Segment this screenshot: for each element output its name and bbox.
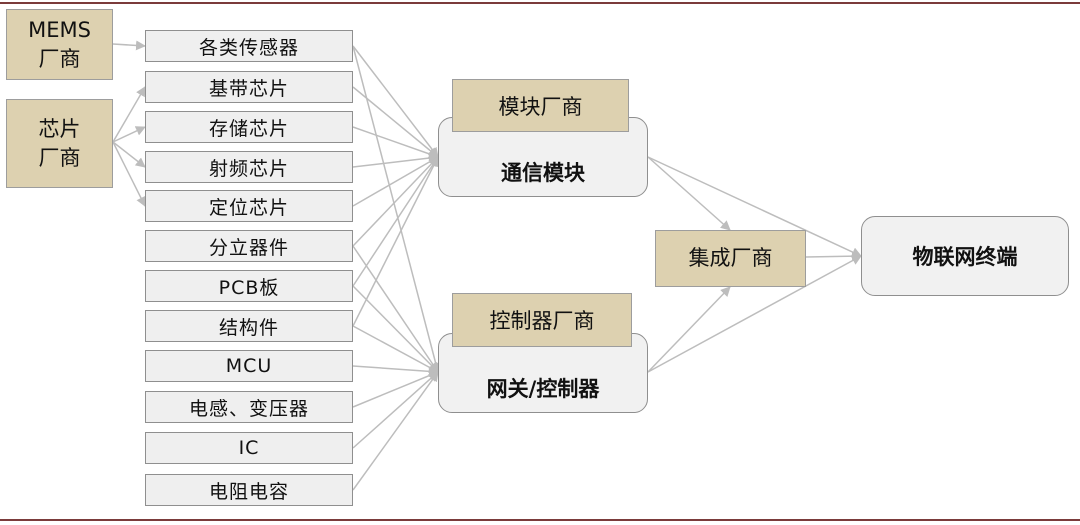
edge-storage-module bbox=[352, 126, 439, 159]
edge-discrete-gateway bbox=[352, 245, 439, 373]
edge-sensors-module bbox=[352, 45, 439, 158]
edge-module-terminal bbox=[647, 156, 862, 257]
component-baseband-chip: 基带芯片 bbox=[145, 71, 353, 103]
edge-structural-module bbox=[352, 156, 439, 327]
component-passive: 电阻电容 bbox=[145, 474, 353, 506]
edge-chip-storage bbox=[112, 126, 146, 143]
edge-pcb-gateway bbox=[352, 285, 439, 373]
module-maker-label: 模块厂商 bbox=[452, 79, 629, 132]
edge-ic-gateway bbox=[352, 371, 439, 449]
component-mcu: MCU bbox=[145, 350, 353, 382]
edge-module-integrator bbox=[647, 156, 731, 231]
edge-chip-baseband bbox=[112, 86, 146, 143]
component-pcb: PCB板 bbox=[145, 270, 353, 302]
mems-maker-node: MEMS 厂商 bbox=[6, 9, 113, 80]
component-positioning-chip: 定位芯片 bbox=[145, 190, 353, 222]
edge-chip-positioning bbox=[112, 141, 146, 207]
edge-sensors-gateway bbox=[352, 45, 441, 373]
edge-rf-module bbox=[352, 153, 439, 168]
bottom-border-rule bbox=[0, 519, 1080, 521]
edge-passive-gateway bbox=[352, 371, 439, 491]
integrator-node: 集成厂商 bbox=[655, 230, 806, 287]
edge-mcu-gateway bbox=[352, 365, 439, 377]
edge-gateway-terminal bbox=[647, 255, 862, 373]
component-discrete: 分立器件 bbox=[145, 230, 353, 262]
top-border-rule bbox=[0, 2, 1080, 4]
edge-pcb-module bbox=[352, 156, 439, 287]
component-structural: 结构件 bbox=[145, 310, 353, 342]
edge-positioning-module bbox=[352, 156, 439, 207]
component-inductor-transformer: 电感、变压器 bbox=[145, 391, 353, 423]
edge-structural-gateway bbox=[352, 325, 439, 373]
component-ic: IC bbox=[145, 432, 353, 464]
gateway-controller-node: 网关/控制器 bbox=[438, 333, 648, 413]
edge-integrator-terminal bbox=[805, 251, 862, 262]
component-storage-chip: 存储芯片 bbox=[145, 111, 353, 143]
edge-mems-sensors bbox=[112, 40, 146, 51]
iot-terminal-node: 物联网终端 bbox=[861, 216, 1069, 296]
edge-discrete-module bbox=[352, 156, 439, 247]
component-sensors: 各类传感器 bbox=[145, 30, 353, 62]
chip-maker-node: 芯片 厂商 bbox=[6, 99, 113, 188]
component-rf-chip: 射频芯片 bbox=[145, 151, 353, 183]
edge-inductor-gateway bbox=[352, 370, 439, 408]
edge-chip-rf bbox=[112, 141, 146, 168]
controller-maker-label: 控制器厂商 bbox=[452, 293, 632, 347]
edge-gateway-integrator bbox=[647, 286, 731, 373]
